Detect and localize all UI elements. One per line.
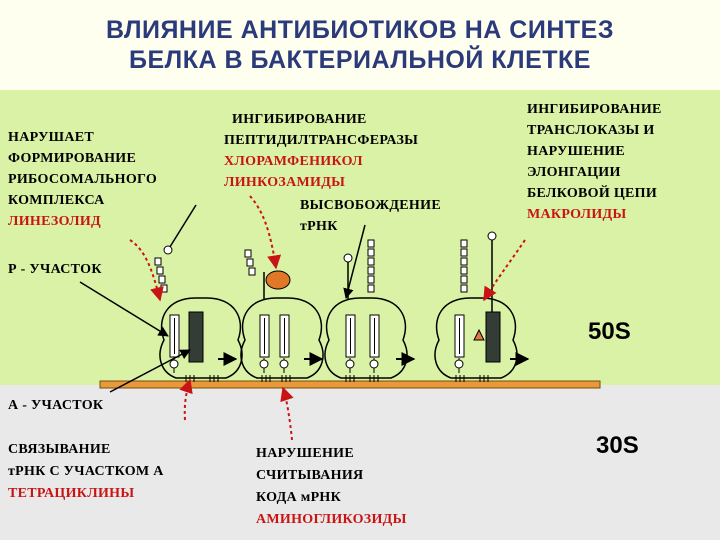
tetracycline-arrow (179, 378, 193, 421)
mrna-strand (99, 380, 601, 389)
drug-chloramphenicol: ХЛОРАМФЕНИКОЛ (224, 154, 363, 169)
diagram-band (0, 90, 720, 385)
subunit-30s: 30S (596, 432, 639, 459)
drug-tetracyclines: ТЕТРАЦИКЛИНЫ (8, 486, 135, 501)
translocase-line4: ЭЛОНГАЦИИ (527, 165, 621, 180)
peptide-chain-3 (367, 239, 375, 293)
ribosome-complex-line1: НАРУШАЕТ (8, 130, 95, 145)
lower-band (0, 385, 720, 540)
drug-linezolid: ЛИНЕЗОЛИД (8, 214, 101, 229)
peptide-chain-2 (244, 249, 256, 276)
release-line2: тРНК (300, 219, 338, 234)
release-line1: ВЫСВОБОЖДЕНИЕ (300, 198, 441, 213)
title-line-2: БЕЛКА В БАКТЕРИАЛЬНОЙ КЛЕТКЕ (129, 46, 591, 74)
translocase-line1: ИНГИБИРОВАНИЕ (527, 102, 662, 117)
inhibitor-blob (265, 270, 291, 290)
ribosome-complex-line4: КОМПЛЕКСА (8, 193, 105, 208)
aminoglycoside-arrow (280, 386, 294, 441)
title-band (0, 0, 720, 90)
mrna-reading-line2: СЧИТЫВАНИЯ (256, 468, 364, 483)
peptidyl-line2: ПЕПТИДИЛТРАНСФЕРАЗЫ (224, 133, 419, 148)
peptide-chain-1 (154, 257, 168, 293)
drug-aminoglycosides: АМИНОГЛИКОЗИДЫ (256, 512, 407, 527)
ribosome-1 (159, 297, 243, 382)
title-line-1: ВЛИЯНИЕ АНТИБИОТИКОВ НА СИНТЕЗ (106, 16, 614, 44)
ribosome-2 (240, 297, 324, 382)
p-site-label: Р - УЧАСТОК (8, 262, 102, 277)
released-trna-head (343, 253, 353, 263)
mrna-reading-line1: НАРУШЕНИЕ (256, 446, 355, 461)
ribosome-complex-line2: ФОРМИРОВАНИЕ (8, 151, 137, 166)
ribosome-3 (324, 297, 408, 382)
peptide-chain-4 (460, 239, 468, 293)
macrolide-arrow (483, 239, 526, 302)
chloramphenicol-arrow (249, 195, 282, 270)
trna-binding-line1: СВЯЗЫВАНИЕ (8, 442, 111, 457)
incoming-trna-1 (163, 204, 197, 255)
ribosome-4 (434, 297, 518, 382)
ribosome-complex-line3: РИБОСОМАЛЬНОГО (8, 172, 158, 187)
p-site-arrow (79, 281, 169, 337)
drug-lincosamides: ЛИНКОЗАМИДЫ (224, 175, 346, 190)
translocase-line2: ТРАНСЛОКАЗЫ И (527, 123, 655, 138)
release-arrow (343, 224, 366, 300)
mrna-reading-line3: КОДА мРНК (256, 490, 342, 505)
a-site-label: А - УЧАСТОК (8, 398, 104, 413)
drug-macrolides: МАКРОЛИДЫ (527, 207, 627, 222)
translocase-line5: БЕЛКОВОЙ ЦЕПИ (527, 186, 658, 201)
a-site-arrow (109, 349, 191, 393)
subunit-50s: 50S (588, 318, 631, 345)
trna-head-4 (487, 231, 497, 241)
translocase-line3: НАРУШЕНИЕ (527, 144, 626, 159)
linezolid-arrow (129, 239, 164, 302)
peptidyl-line1: ИНГИБИРОВАНИЕ (232, 112, 367, 127)
trna-binding-line2: тРНК С УЧАСТКОМ А (8, 464, 164, 479)
